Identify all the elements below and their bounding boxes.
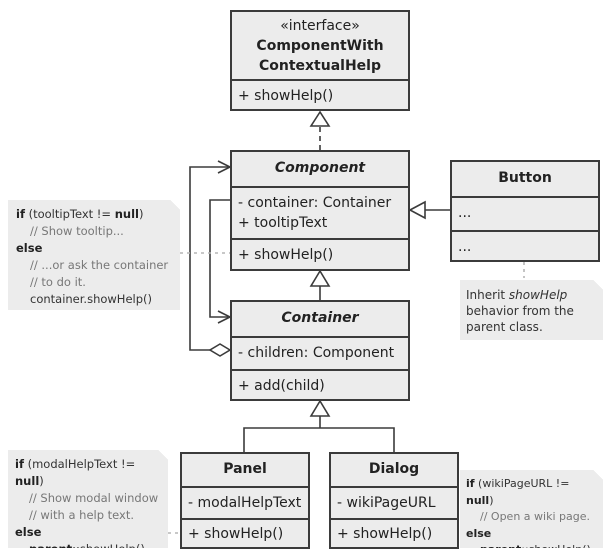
note-line-3: else — [16, 241, 43, 255]
component-field-tooltip: + tooltipText — [238, 215, 328, 231]
dialog-method: + showHelp() — [337, 526, 433, 542]
container-inherit-arrowhead — [309, 269, 331, 287]
container-association-line — [189, 166, 230, 351]
panel-method: + showHelp() — [188, 526, 284, 542]
note-panel-showhelp: if (modalHelpText != null) // Show modal… — [8, 450, 168, 548]
component-method: + showHelp() — [238, 247, 334, 263]
component-methods: + showHelp() — [232, 238, 408, 271]
panel-header: Panel — [182, 454, 308, 486]
dialog-methods: + showHelp() — [331, 518, 457, 547]
container-fields: - children: Component — [232, 336, 408, 369]
dialog-fields: - wikiPageURL — [331, 486, 457, 518]
button-methods-ellipsis: ... — [458, 239, 472, 255]
note-button-line-1: Inherit showHelp — [466, 288, 568, 302]
dialog-class-box: Dialog - wikiPageURL + showHelp() — [329, 452, 459, 549]
note-button-line-3: parent class. — [466, 320, 543, 334]
note-line-2: // Show tooltip... — [30, 224, 124, 238]
note-component-showhelp: if (tooltipText != null) // Show tooltip… — [8, 200, 180, 310]
panel-methods: + showHelp() — [182, 518, 308, 547]
note-button-inherit: Inherit showHelp behavior from the paren… — [460, 280, 603, 340]
note-button-line-2: behavior from the — [466, 304, 574, 318]
note-dialog-line-4: parent::showHelp() — [480, 543, 591, 556]
note-dialog-line-1: if (wikiPageURL != null) — [466, 477, 570, 507]
realization-arrowhead — [309, 110, 331, 127]
subclass-branch — [243, 427, 395, 452]
note-line-5: // to do it. — [30, 275, 86, 289]
button-fields-ellipsis: ... — [458, 205, 472, 221]
container-methods: + add(child) — [232, 369, 408, 401]
button-inherit-arrowhead — [408, 200, 426, 220]
panel-name: Panel — [223, 461, 267, 477]
note-panel-line-2: // Show modal window — [29, 491, 159, 505]
interface-stereotype: «interface» — [280, 18, 360, 34]
component-name: Component — [274, 160, 366, 176]
note-dialog-showhelp: if (wikiPageURL != null) // Open a wiki … — [460, 470, 603, 548]
interface-name-line2: ContextualHelp — [258, 58, 381, 74]
button-methods: ... — [452, 230, 598, 260]
container-method: + add(child) — [238, 378, 325, 394]
note-panel-line-5: parent::showHelp() — [29, 542, 145, 556]
interface-header: «interface» ComponentWith ContextualHelp — [232, 12, 408, 79]
panel-class-box: Panel - modalHelpText + showHelp() — [180, 452, 310, 549]
aggregation-diamond — [208, 343, 232, 357]
container-name: Container — [281, 310, 359, 326]
component-header: Component — [232, 152, 408, 186]
interface-name-line1: ComponentWith — [256, 38, 384, 54]
interface-class-box: «interface» ComponentWith ContextualHelp… — [230, 10, 410, 111]
button-fields: ... — [452, 196, 598, 230]
interface-methods: + showHelp() — [232, 79, 408, 111]
container-class-box: Container - children: Component + add(ch… — [230, 300, 410, 401]
button-header: Button — [452, 162, 598, 196]
dialog-field: - wikiPageURL — [337, 495, 436, 511]
note-panel-line-4: else — [15, 525, 42, 539]
component-fields: - container: Container + tooltipText — [232, 186, 408, 238]
button-class-box: Button ... ... — [450, 160, 600, 262]
subclass-inherit-arrowhead — [309, 399, 331, 417]
panel-field: - modalHelpText — [188, 495, 302, 511]
component-class-box: Component - container: Container + toolt… — [230, 150, 410, 271]
dialog-header: Dialog — [331, 454, 457, 486]
component-field-container: - container: Container — [238, 195, 392, 211]
note-line-4: // ...or ask the container — [30, 258, 169, 272]
container-header: Container — [232, 302, 408, 336]
note-dialog-line-3: else — [466, 526, 492, 540]
note-line-1: if (tooltipText != null) — [16, 207, 144, 221]
note-line-6: container.showHelp() — [30, 292, 153, 306]
container-field-children: - children: Component — [238, 345, 395, 361]
button-name: Button — [498, 170, 552, 186]
note-panel-line-1: if (modalHelpText != null) — [15, 457, 136, 488]
note-panel-line-3: // with a help text. — [29, 508, 135, 522]
children-association-line — [209, 199, 230, 318]
dialog-name: Dialog — [368, 461, 420, 477]
interface-method: + showHelp() — [238, 88, 334, 104]
note-dialog-line-2: // Open a wiki page. — [480, 510, 590, 523]
panel-fields: - modalHelpText — [182, 486, 308, 518]
